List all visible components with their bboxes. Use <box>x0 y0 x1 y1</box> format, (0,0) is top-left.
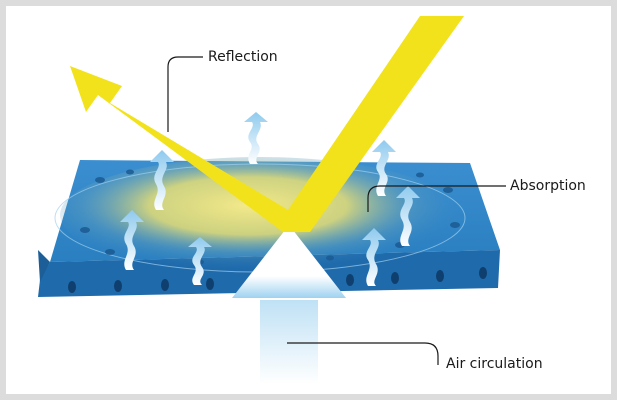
absorption-label: Absorption <box>510 178 586 194</box>
air-callout-line <box>287 342 439 365</box>
absorption-callout-line <box>367 185 506 212</box>
reflection-callout-line <box>167 56 203 132</box>
reflection-label: Reflection <box>208 49 278 65</box>
air-flow-arrow-icon <box>260 300 318 384</box>
wavy-vapor-arrow-icon <box>120 112 420 286</box>
air-entry-triangle <box>232 225 346 298</box>
callout-lines <box>167 56 506 365</box>
air-circulation-label: Air circulation <box>446 356 543 372</box>
sun-ray-arrow-icon <box>70 16 464 232</box>
